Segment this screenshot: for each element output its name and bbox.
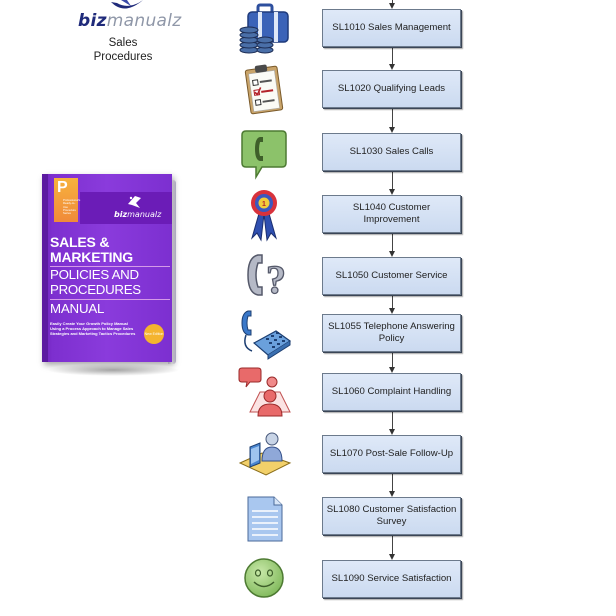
step-label: SL1020 Qualifying Leads [337, 83, 446, 94]
smiley-face-icon [236, 552, 292, 604]
step-label: SL1070 Post-Sale Follow-Up [329, 448, 454, 459]
book-shadow [46, 364, 180, 376]
person-at-desk-icon [236, 428, 292, 480]
arrow-head-icon [389, 127, 395, 133]
step-box-sl1030[interactable]: SL1030 Sales Calls [322, 133, 461, 171]
connector-line [392, 473, 393, 492]
book-tab-text: Professional's Ready-to-Use Procedure Se… [63, 198, 81, 216]
step-box-sl1050[interactable]: SL1050 Customer Service [322, 257, 461, 295]
connector-line [392, 352, 393, 368]
step-label: SL1090 Service Satisfaction [331, 573, 452, 584]
step-box-sl1090[interactable]: SL1090 Service Satisfaction [322, 560, 461, 598]
arrow-head-icon [389, 308, 395, 314]
bird-swoosh-icon [128, 196, 141, 208]
book-title-main: SALES & MARKETING [50, 235, 133, 265]
svg-text:?: ? [266, 257, 286, 302]
new-edition-badge: New Edition [144, 324, 164, 344]
logo-wordmark: bizmanualz [78, 11, 182, 31]
arrow-head-icon [389, 251, 395, 257]
page-subtitle: Sales Procedures [60, 36, 186, 64]
connector-line [392, 171, 393, 190]
book-series-tab: P Professional's Ready-to-Use Procedure … [54, 178, 81, 222]
arrow-head-icon [389, 429, 395, 435]
book-front: P Professional's Ready-to-Use Procedure … [42, 174, 172, 362]
connector-line [392, 535, 393, 555]
phone-speech-bubble-icon [236, 128, 292, 180]
arrow-head-icon [389, 367, 395, 373]
book-brand-wordmark: bizmanualz [114, 210, 161, 219]
step-box-sl1020[interactable]: SL1020 Qualifying Leads [322, 70, 461, 108]
svg-text:1: 1 [262, 201, 266, 208]
step-box-sl1070[interactable]: SL1070 Post-Sale Follow-Up [322, 435, 461, 473]
person-complaint-icon [236, 367, 292, 419]
book-title-line-2: MARKETING [50, 249, 133, 265]
step-label: SL1055 Telephone Answering Policy [328, 321, 455, 344]
connector-line [392, 295, 393, 309]
logo-brand-light: manualz [106, 11, 182, 31]
logo-brand-bold: biz [78, 11, 107, 31]
book-brand-light: manualz [127, 210, 162, 219]
phone-question-icon: ? [236, 250, 292, 303]
book-title-line-4: PROCEDURES [50, 281, 141, 297]
award-ribbon-icon: 1 [236, 189, 292, 242]
book-title-sub: POLICIES AND PROCEDURES [50, 267, 141, 297]
connector-line [392, 47, 393, 65]
step-label: SL1080 Customer Satisfaction Survey [326, 504, 457, 527]
step-label: SL1040 Customer Improvement [352, 202, 431, 225]
book-spine [42, 174, 48, 362]
step-label: SL1010 Sales Management [332, 22, 451, 33]
book-divider [50, 266, 170, 267]
subtitle-line-1: Sales [108, 37, 138, 49]
step-box-sl1060[interactable]: SL1060 Complaint Handling [322, 373, 461, 411]
book-title-line-3: POLICIES AND [50, 267, 139, 282]
document-icon [236, 492, 292, 544]
step-label: SL1050 Customer Service [335, 270, 448, 281]
step-box-sl1080[interactable]: SL1080 Customer Satisfaction Survey [322, 497, 461, 535]
arrow-head-icon [389, 189, 395, 195]
badge-text: New Edition [144, 332, 164, 336]
book-title-line-1: SALES & [50, 234, 110, 250]
connector-line [392, 411, 393, 430]
step-box-sl1055[interactable]: SL1055 Telephone Answering Policy [322, 314, 461, 352]
arrow-head-icon [389, 64, 395, 70]
bizmanualz-logo: bizmanualz [72, 0, 182, 36]
book-brand-bold: biz [114, 210, 128, 219]
step-label: SL1060 Complaint Handling [331, 386, 452, 397]
connector-line [392, 233, 393, 252]
book-title-line-5: MANUAL [50, 301, 105, 316]
book-brand-band [80, 192, 172, 224]
connector-line [392, 108, 393, 128]
desk-telephone-icon [236, 308, 292, 360]
arrow-head-icon [389, 491, 395, 497]
arrow-head-icon [389, 554, 395, 560]
bird-swoosh-icon [111, 0, 143, 9]
subtitle-line-2: Procedures [93, 51, 153, 63]
arrow-head-icon [389, 3, 395, 9]
step-label: SL1030 Sales Calls [349, 146, 434, 157]
briefcase-coins-icon [236, 3, 292, 55]
book-pages [168, 180, 176, 364]
connector-line [392, 0, 393, 4]
step-box-sl1040[interactable]: SL1040 Customer Improvement [322, 195, 461, 233]
clipboard-checklist-icon [236, 63, 292, 115]
book-tab-letter: P [57, 179, 68, 196]
book-divider [50, 299, 170, 300]
manual-book-cover: P Professional's Ready-to-Use Procedure … [40, 174, 180, 376]
step-box-sl1010[interactable]: SL1010 Sales Management [322, 9, 461, 47]
book-blurb: Easily Create Your Growth Policy Manual … [50, 321, 136, 336]
